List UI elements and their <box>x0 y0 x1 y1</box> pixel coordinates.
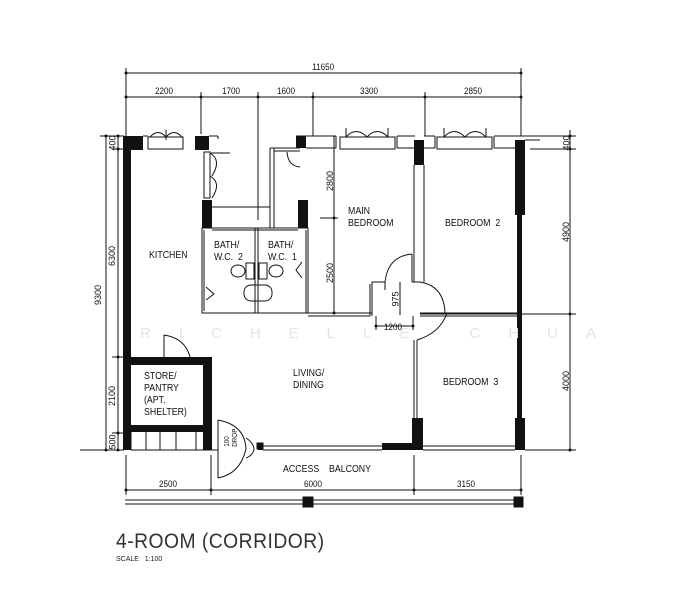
dim-top-3: 1600 <box>277 86 296 96</box>
room-label-bedroom-2: BEDROOM 2 <box>445 218 501 229</box>
bottom-dimension-lines <box>125 455 522 495</box>
top-dimension-lines <box>125 68 522 220</box>
dim-left-4: 500 <box>107 434 118 450</box>
room-label-store-pantry: STORE/ PANTRY (APT. SHELTER) <box>144 371 187 418</box>
dim-main-bedroom-lower: 2500 <box>325 262 336 284</box>
dim-foyer-width: 1200 <box>384 322 403 332</box>
room-label-access-balcony: ACCESS BALCONY <box>283 464 372 475</box>
dim-bottom-1: 2500 <box>159 479 178 489</box>
room-label-bath-2: BATH/ W.C. 2 <box>214 240 243 263</box>
dim-right-2: 4900 <box>561 221 572 243</box>
dim-top-4: 3300 <box>360 86 379 96</box>
watermark: RICHELLE CHUA <box>140 325 625 342</box>
structural-walls <box>123 136 525 450</box>
foyer-dims <box>375 282 414 330</box>
room-label-living-dining: LIVING/ DINING <box>293 368 325 391</box>
dim-left-total: 9300 <box>93 284 104 306</box>
dim-top-total: 11650 <box>312 62 335 72</box>
corridor-parapet <box>125 496 524 508</box>
left-dimension-lines <box>100 135 124 451</box>
room-label-kitchen: KITCHEN <box>149 250 188 261</box>
dim-right-3: 4000 <box>561 370 572 392</box>
dim-right-1: 400 <box>561 135 572 151</box>
main-bedroom-dims <box>320 136 338 314</box>
room-label-bedroom-3: BEDROOM 3 <box>443 377 499 388</box>
refuse-chute-label: 100 DROP <box>224 428 239 447</box>
dim-left-1: 400 <box>107 135 118 151</box>
dim-top-1: 2200 <box>155 86 174 96</box>
dim-left-3: 2100 <box>107 385 118 407</box>
dim-bottom-3: 3150 <box>457 479 476 489</box>
right-dimension-lines <box>420 130 576 451</box>
room-label-bath-1: BATH/ W.C. 1 <box>268 240 297 263</box>
dim-top-2: 1700 <box>222 86 241 96</box>
dim-main-bedroom-upper: 2800 <box>325 170 336 192</box>
dim-left-2: 6300 <box>107 245 118 267</box>
dim-top-5: 2850 <box>464 86 483 96</box>
dim-foyer-depth: 975 <box>390 291 401 307</box>
plan-scale: SCALE 1:100 <box>116 556 163 563</box>
room-label-main-bedroom: MAIN BEDROOM <box>348 206 394 229</box>
dim-bottom-2: 6000 <box>304 479 323 489</box>
plan-title: 4-ROOM (CORRIDOR) <box>116 530 325 553</box>
